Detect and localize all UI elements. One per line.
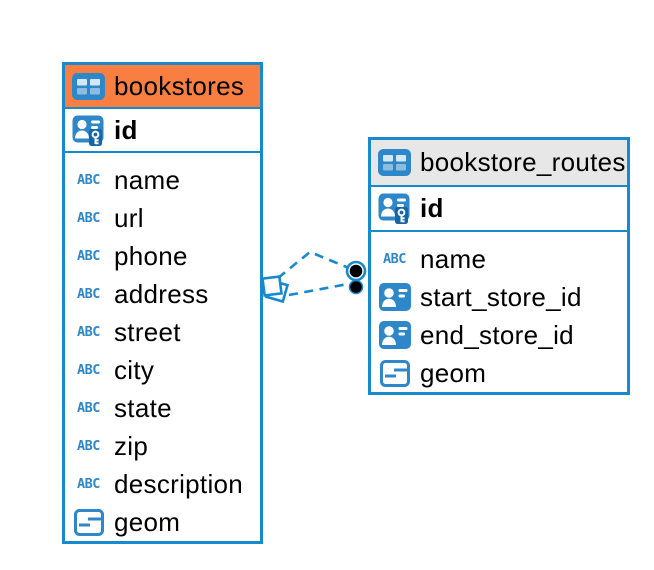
field-row-url[interactable]: ABC url	[65, 199, 260, 237]
table-bookstore-routes[interactable]: bookstore_routes id	[368, 137, 630, 395]
geometry-type-icon	[378, 359, 411, 387]
field-name: id	[114, 114, 138, 145]
foreign-key-icon	[378, 321, 411, 349]
field-row-primary-key[interactable]: id	[65, 109, 260, 153]
field-list: ABC name start_store_id	[371, 232, 627, 392]
text-type-icon: ABC	[77, 438, 100, 454]
field-list: ABC name ABC url ABC phone ABC address A…	[65, 153, 260, 541]
relationship-endpoint-dots	[345, 260, 367, 295]
field-name: url	[114, 202, 144, 233]
field-row-city[interactable]: ABC city	[65, 351, 260, 389]
text-type-icon: ABC	[77, 362, 100, 378]
text-type-icon: ABC	[77, 400, 100, 416]
table-icon	[378, 149, 411, 176]
text-type-icon: ABC	[77, 172, 100, 188]
text-type-icon: ABC	[77, 210, 100, 226]
field-row-name[interactable]: ABC name	[371, 240, 627, 278]
field-name: geom	[420, 357, 487, 388]
field-name: name	[420, 243, 487, 274]
field-name: state	[114, 392, 172, 423]
field-row-street[interactable]: ABC street	[65, 313, 260, 351]
text-type-icon: ABC	[77, 286, 100, 302]
field-row-primary-key[interactable]: id	[371, 187, 627, 232]
field-name: name	[114, 164, 181, 195]
table-title: bookstores	[114, 70, 245, 101]
table-header-bookstores[interactable]: bookstores	[65, 65, 260, 109]
field-name: description	[114, 468, 244, 499]
field-name: phone	[114, 240, 188, 271]
primary-key-icon	[72, 115, 105, 146]
text-type-icon: ABC	[77, 248, 100, 264]
field-row-geom[interactable]: geom	[65, 503, 260, 541]
field-row-address[interactable]: ABC address	[65, 275, 260, 313]
field-name: start_store_id	[420, 281, 582, 312]
field-row-end-store-id[interactable]: end_store_id	[371, 316, 627, 354]
field-name: address	[114, 278, 209, 309]
primary-key-icon	[378, 193, 411, 224]
field-name: zip	[114, 430, 149, 461]
field-name: geom	[114, 506, 181, 537]
field-row-zip[interactable]: ABC zip	[65, 427, 260, 465]
geometry-type-icon	[72, 508, 105, 536]
field-name: street	[114, 316, 181, 347]
text-type-icon: ABC	[77, 324, 100, 340]
text-type-icon: ABC	[77, 476, 100, 492]
relationship-line-upper	[277, 250, 350, 280]
field-name: end_store_id	[420, 319, 574, 350]
field-row-geom[interactable]: geom	[371, 354, 627, 392]
field-row-name[interactable]: ABC name	[65, 161, 260, 199]
table-icon	[72, 72, 105, 100]
text-type-icon: ABC	[383, 251, 406, 267]
field-row-start-store-id[interactable]: start_store_id	[371, 278, 627, 316]
field-row-description[interactable]: ABC description	[65, 465, 260, 503]
foreign-key-icon	[378, 283, 411, 311]
field-name: city	[114, 354, 155, 385]
relationship-source-marker	[261, 275, 290, 304]
field-row-state[interactable]: ABC state	[65, 389, 260, 427]
relationship-line-lower	[288, 282, 349, 297]
table-header-bookstore-routes[interactable]: bookstore_routes	[371, 140, 627, 187]
table-title: bookstore_routes	[420, 147, 626, 177]
field-name: id	[420, 193, 444, 223]
table-bookstores[interactable]: bookstores id A	[62, 62, 263, 544]
field-row-phone[interactable]: ABC phone	[65, 237, 260, 275]
